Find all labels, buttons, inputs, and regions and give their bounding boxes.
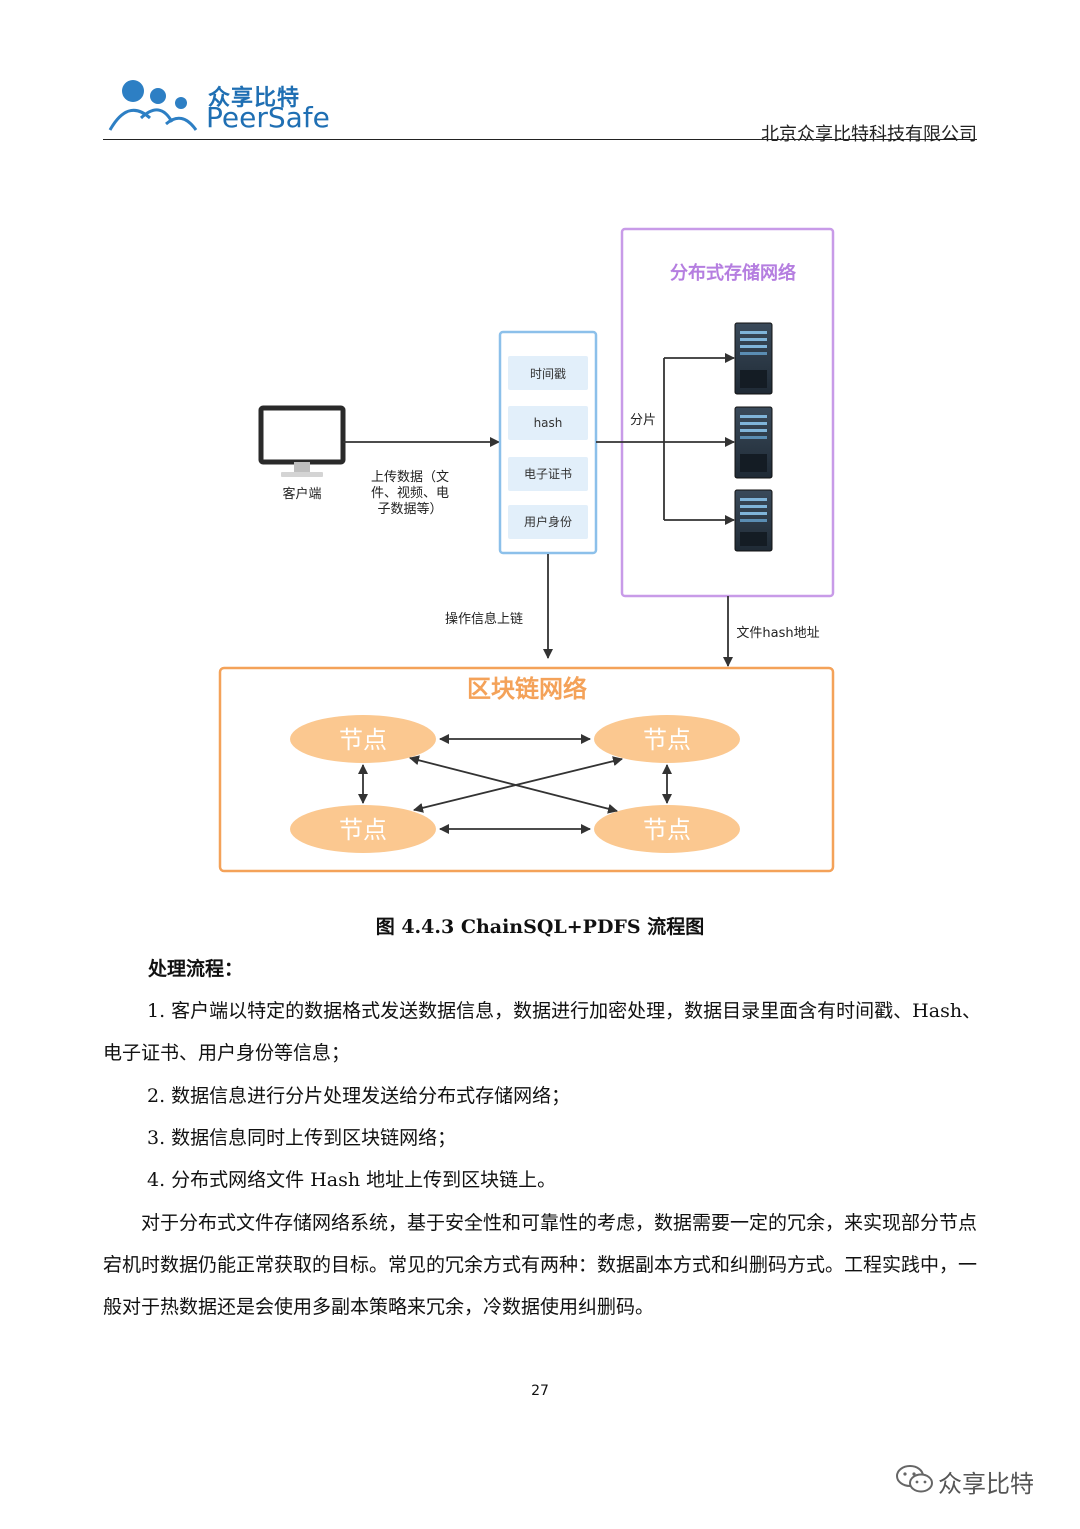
monitor-icon: [258, 405, 346, 477]
wechat-icon: [896, 1465, 933, 1493]
metadata-item-certificate: [508, 457, 588, 491]
node-label: 节点: [339, 726, 387, 754]
figure-caption: 图 4.4.3 ChainSQL+PDFS 流程图: [375, 916, 705, 938]
process-step-1: 1. 客户端以特定的数据格式发送数据信息，数据进行加密处理，数据目录里面含有时间…: [103, 1000, 982, 1064]
file-hash-label: 文件hash地址: [736, 626, 819, 641]
storage-network-title: 分布式存储网络: [670, 262, 796, 284]
logo-english-text: PeerSafe: [206, 101, 330, 134]
page-number: 27: [531, 1383, 549, 1399]
metadata-label-certificate: 电子证书: [524, 467, 572, 481]
metadata-item-identity: [508, 505, 588, 539]
node-label: 节点: [339, 816, 387, 844]
blockchain-node: [290, 715, 436, 763]
blockchain-node: [594, 715, 740, 763]
node-label: 节点: [643, 816, 691, 844]
server-icon: [734, 322, 773, 395]
upload-label-line-3: 子数据等）: [377, 501, 442, 517]
metadata-label-timestamp: 时间戳: [530, 367, 566, 381]
op-chain-label: 操作信息上链: [445, 611, 523, 627]
header-divider: [103, 139, 977, 140]
shard-label: 分片: [630, 413, 656, 428]
logo-people-icon: [108, 80, 198, 131]
upload-label-line-1: 上传数据（文: [371, 470, 449, 485]
process-step-2: 2. 数据信息进行分片处理发送给分布式存储网络；: [147, 1085, 571, 1107]
node-link: [413, 756, 623, 813]
watermark-text: 众享比特: [938, 1470, 1034, 1498]
metadata-item-timestamp: [508, 356, 588, 390]
server-icon: [734, 406, 773, 479]
metadata-item-hash: [508, 406, 588, 440]
metadata-label-hash: hash: [534, 416, 563, 430]
client-label: 客户端: [282, 486, 321, 502]
logo-chinese-text: 众享比特: [208, 86, 301, 111]
metadata-label-identity: 用户身份: [524, 514, 572, 529]
upload-label-line-2: 件、视频、电: [371, 486, 449, 501]
flow-diagram: 客户端 上传数据（文 件、视频、电 子数据等） 时间戳 hash 电子证书 用户…: [218, 227, 835, 873]
blockchain-node: [594, 805, 740, 853]
body-paragraph: 对于分布式文件存储网络系统，基于安全性和可靠性的考虑，数据需要一定的冗余，来实现…: [103, 1212, 978, 1318]
blockchain-network-title: 区块链网络: [467, 675, 587, 703]
server-icon: [734, 489, 773, 552]
process-title: 处理流程：: [148, 958, 244, 980]
blockchain-node: [290, 805, 436, 853]
process-step-3: 3. 数据信息同时上传到区块链网络；: [147, 1127, 457, 1149]
node-label: 节点: [643, 726, 691, 754]
process-step-4: 4. 分布式网络文件 Hash 地址上传到区块链上。: [147, 1169, 557, 1191]
